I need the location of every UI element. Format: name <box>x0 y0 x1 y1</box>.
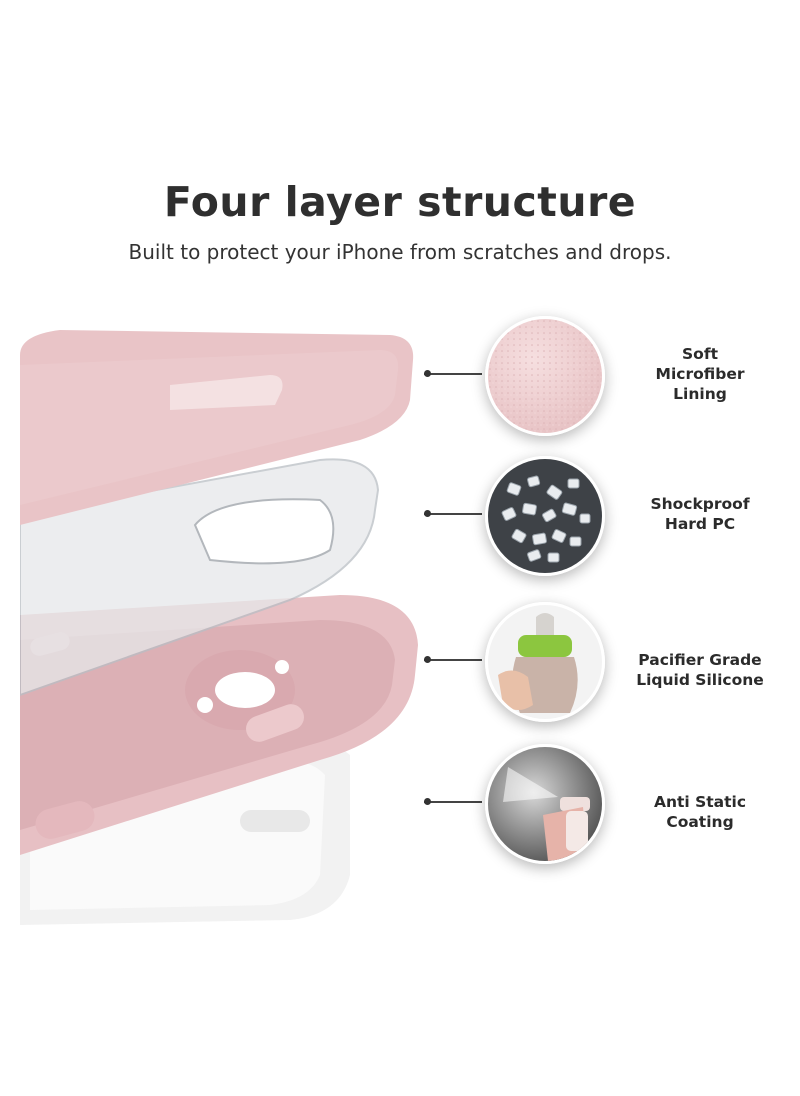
layer-label-microfiber: Soft Microfiber Lining <box>655 345 745 403</box>
pink-microfiber-layer <box>20 330 414 525</box>
baby-bottle-icon <box>485 602 605 722</box>
connector-dot <box>424 370 431 377</box>
spray-bottle-icon <box>485 744 605 864</box>
clear-pc-layer <box>20 458 380 697</box>
layer-label-hard-pc: Shockproof Hard PC <box>650 495 750 533</box>
connector-line <box>424 370 482 377</box>
page-title: Four layer structure <box>163 178 637 226</box>
white-shell-layer <box>20 739 350 925</box>
layer-row-microfiber: Soft Microfiber Lining <box>420 310 800 440</box>
connector-line <box>424 656 482 663</box>
layer-label-anti-static: Anti Static Coating <box>653 793 747 831</box>
layer-row-hard-pc: Shockproof Hard PC <box>420 450 800 580</box>
pink-fabric-texture-icon <box>485 316 605 436</box>
case-layers-illustration <box>20 330 418 925</box>
connector-line <box>424 798 482 805</box>
layer-row-anti-static: Anti Static Coating <box>420 738 800 868</box>
connector-dot <box>424 510 431 517</box>
connector-dot <box>424 798 431 805</box>
page-subtitle: Built to protect your iPhone from scratc… <box>128 240 672 264</box>
layer-row-liquid-silicone: Pacifier Grade Liquid Silicone <box>420 596 800 726</box>
clear-pellets-icon <box>485 456 605 576</box>
connector-line <box>424 510 482 517</box>
layer-label-liquid-silicone: Pacifier Grade Liquid Silicone <box>636 651 764 689</box>
connector-dot <box>424 656 431 663</box>
